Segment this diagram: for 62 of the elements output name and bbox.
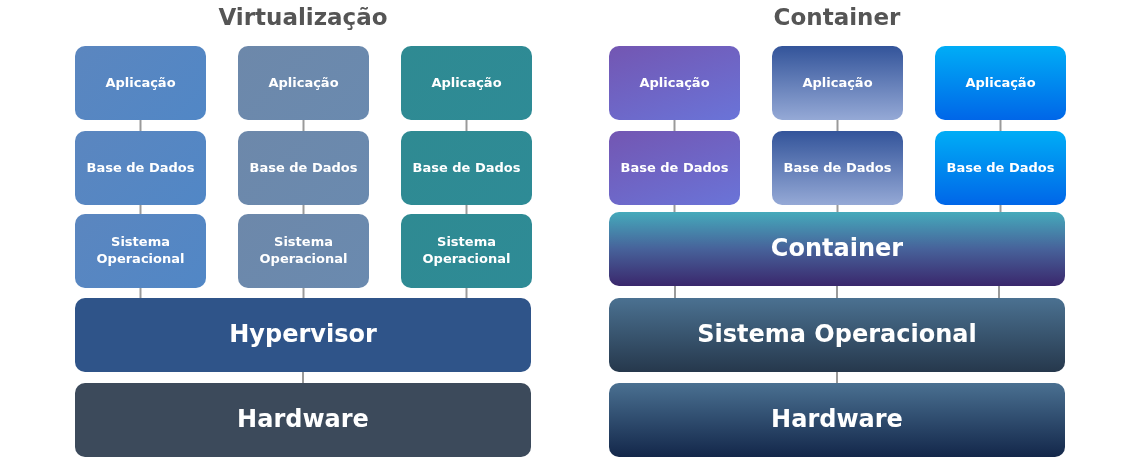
layer-label: Aplicação [268, 74, 339, 92]
connector-line [999, 204, 1002, 213]
connector-line [673, 119, 676, 132]
connector-line [999, 119, 1002, 132]
layer-box [75, 214, 206, 288]
connector-line [302, 204, 305, 215]
layer-label: Aplicação [639, 74, 710, 92]
layer-label: Base de Dados [86, 159, 195, 177]
layer-bar [609, 212, 1065, 286]
layer-label: Base de Dados [412, 159, 521, 177]
layer-label: Hypervisor [229, 319, 377, 351]
layer-label: Container [770, 233, 904, 265]
layer-label: Aplicação [105, 74, 176, 92]
connector-line [302, 371, 304, 384]
layer-box [401, 46, 532, 120]
connector-line [139, 204, 142, 215]
layer-box [401, 214, 532, 288]
layer-label: Sistema Operacional [421, 234, 512, 268]
layer-bar [609, 298, 1065, 372]
layer-label: Base de Dados [620, 159, 729, 177]
layer-label: Aplicação [431, 74, 502, 92]
layer-label: Hardware [771, 404, 903, 436]
connector-line [465, 204, 468, 215]
layer-box [609, 46, 740, 120]
connector-line [139, 287, 142, 299]
layer-box [772, 46, 903, 120]
layer-box [75, 131, 206, 205]
layer-bar [75, 383, 531, 457]
layer-box [238, 131, 369, 205]
connector-line [302, 119, 305, 132]
layer-box [238, 214, 369, 288]
layer-label: Base de Dados [783, 159, 892, 177]
connector-line [302, 287, 305, 299]
connector-line [465, 119, 468, 132]
connector-line [836, 285, 838, 299]
layer-box [75, 46, 206, 120]
layer-label: Sistema Operacional [95, 234, 186, 268]
connector-line [836, 371, 838, 384]
connector-line [836, 119, 839, 132]
connector-line [998, 285, 1000, 299]
layer-label: Base de Dados [946, 159, 1055, 177]
layer-box [401, 131, 532, 205]
layer-box [609, 131, 740, 205]
layer-bar [609, 383, 1065, 457]
connector-line [836, 204, 839, 213]
connector-line [673, 204, 676, 213]
layer-bar [75, 298, 531, 372]
section-heading: Container [772, 4, 902, 30]
layer-box [238, 46, 369, 120]
connector-line [139, 119, 142, 132]
layer-box [935, 46, 1066, 120]
layer-label: Hardware [237, 404, 369, 436]
connector-line [465, 287, 468, 299]
connector-line [674, 285, 676, 299]
layer-label: Base de Dados [249, 159, 358, 177]
layer-label: Sistema Operacional [697, 319, 977, 351]
layer-box [772, 131, 903, 205]
section-heading: Virtualização [217, 4, 389, 30]
layer-label: Sistema Operacional [258, 234, 349, 268]
layer-label: Aplicação [802, 74, 873, 92]
layer-label: Aplicação [965, 74, 1036, 92]
layer-box [935, 131, 1066, 205]
